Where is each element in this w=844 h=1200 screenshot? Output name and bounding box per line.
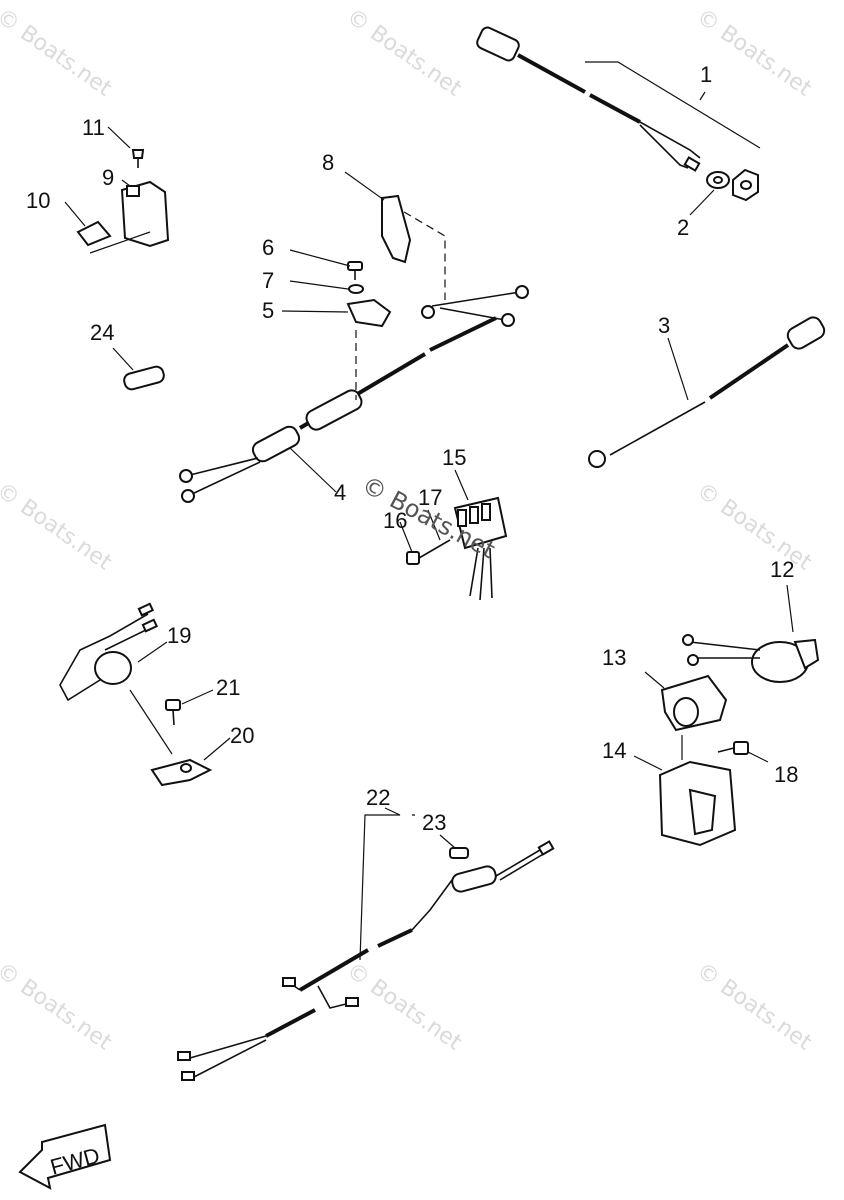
callout-19[interactable]: 19	[167, 623, 191, 648]
callout-12[interactable]: 12	[770, 557, 794, 582]
callout-24[interactable]: 24	[90, 320, 114, 345]
callout-2[interactable]: 2	[677, 215, 689, 240]
callout-6[interactable]: 6	[262, 235, 274, 260]
part-9-bracket[interactable]	[120, 180, 170, 248]
callout-18[interactable]: 18	[774, 762, 798, 787]
callout-4[interactable]: 4	[334, 480, 346, 505]
leader-23	[439, 834, 456, 849]
part-10-clip[interactable]	[76, 220, 112, 247]
callout-8[interactable]: 8	[322, 150, 334, 175]
callout-20[interactable]: 20	[230, 723, 254, 748]
part-1-cable[interactable]	[475, 26, 701, 172]
leaders-9-11	[64, 126, 131, 227]
part-15-regulator[interactable]	[453, 496, 508, 601]
callout-22[interactable]: 22	[366, 785, 390, 810]
part-22-harness[interactable]	[177, 840, 555, 1081]
leader-8	[344, 171, 385, 201]
part-2-washer[interactable]	[706, 171, 730, 189]
leader-22	[359, 807, 415, 961]
part-20-plate[interactable]	[150, 758, 213, 787]
callout-10[interactable]: 10	[26, 188, 50, 213]
leader-24	[112, 347, 134, 371]
callout-14[interactable]: 14	[602, 738, 626, 763]
part-14-bracket[interactable]	[658, 760, 737, 847]
part-3-cable[interactable]	[588, 314, 827, 468]
part-12-relay[interactable]	[682, 634, 820, 683]
part-21-bolt[interactable]	[165, 699, 181, 726]
leader-3	[667, 337, 689, 401]
part-19-switch[interactable]	[59, 602, 159, 702]
callout-3[interactable]: 3	[658, 313, 670, 338]
part-18-bolt[interactable]	[717, 741, 749, 755]
callout-9[interactable]: 9	[102, 165, 114, 190]
part-4-harness[interactable]	[179, 285, 529, 503]
callout-23[interactable]: 23	[422, 810, 446, 835]
callout-5[interactable]: 5	[262, 298, 274, 323]
leaders-15-17	[399, 469, 469, 553]
leader-1	[585, 61, 761, 149]
part-7-washer[interactable]	[348, 284, 364, 294]
leader-10	[89, 231, 151, 254]
part-16-screw[interactable]	[406, 539, 451, 565]
guide-8	[403, 211, 446, 300]
callout-1[interactable]: 1	[700, 62, 712, 87]
part-23-fuse[interactable]	[449, 847, 469, 859]
callout-11[interactable]: 11	[82, 115, 105, 140]
part-13-holder[interactable]	[660, 674, 728, 732]
part-24-sleeve[interactable]	[123, 365, 166, 391]
part-5-clamp[interactable]	[346, 298, 392, 328]
part-6-bolt[interactable]	[347, 261, 363, 280]
callout-13[interactable]: 13	[602, 645, 626, 670]
leaders-5-7	[281, 249, 351, 313]
part-1-nut[interactable]	[732, 168, 759, 202]
leaders-19-21	[129, 641, 231, 761]
leader-2	[689, 189, 715, 216]
part-8-bracket[interactable]	[381, 194, 412, 264]
callout-16[interactable]: 16	[383, 508, 407, 533]
leaders-12-18	[633, 584, 794, 771]
part-11-screw[interactable]	[131, 149, 145, 168]
callout-17[interactable]: 17	[418, 485, 442, 510]
callout-15[interactable]: 15	[442, 445, 466, 470]
callout-7[interactable]: 7	[262, 268, 274, 293]
leader-4	[289, 447, 337, 493]
fwd-arrow	[18, 1123, 112, 1190]
callout-21[interactable]: 21	[216, 675, 240, 700]
